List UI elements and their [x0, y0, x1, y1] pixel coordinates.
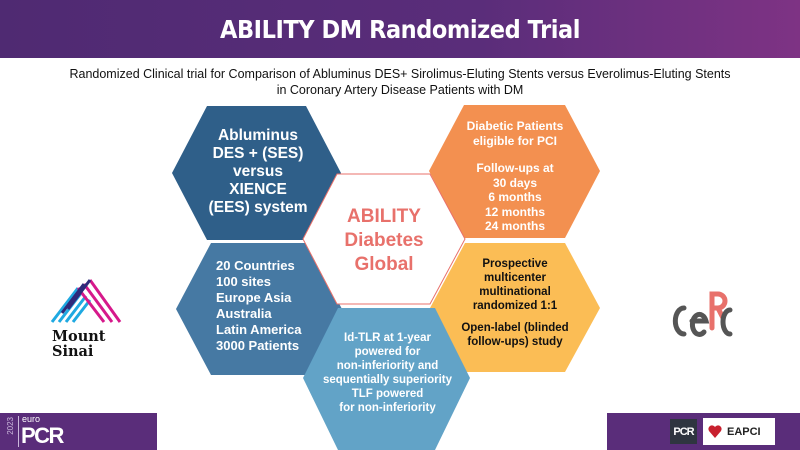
text-line: multinational [479, 286, 551, 298]
slide-title: ABILITY DM Randomized Trial [220, 14, 580, 44]
mount-sinai-word: Sinai [52, 343, 94, 360]
text-line: (EES) system [208, 199, 308, 216]
text-line: Abluminus [217, 127, 299, 144]
text-line: versus [233, 163, 283, 180]
hex-devices-text: Abluminus DES + (SES) versus XIENCE (EES… [178, 127, 338, 217]
subtitle-line-1: Randomized Clinical trial for Comparison… [69, 67, 731, 81]
hex-endpoints [303, 308, 470, 450]
text-line: XIENCE [229, 181, 287, 198]
text-line: Open-label (blinded [461, 322, 569, 334]
hex-center [302, 173, 466, 305]
text-line: for non-inferiority [339, 402, 436, 414]
europcr-logo-text: PCR [21, 423, 64, 448]
text-line: Follow-ups at [476, 161, 554, 175]
text-line: non-inferiority and [336, 360, 439, 372]
text-line: eligible for PCI [472, 133, 557, 148]
hex-endpoints-text: Id-TLR at 1-year powered for non-inferio… [305, 331, 470, 415]
hex-design [430, 243, 600, 372]
text-line: 6 months [488, 190, 542, 204]
text-line: Id-TLR at 1-year [344, 332, 431, 344]
eapci-text: EAPCI [727, 425, 761, 438]
pcr-logo: PCR [670, 419, 697, 444]
text-line: multicenter [484, 272, 546, 284]
text-line: Diabetes [344, 230, 424, 251]
text-line: Diabetic Patients [466, 119, 564, 133]
text-line: TLF powered [351, 388, 424, 400]
hex-population-text: Diabetic Patients eligible for PCI Follo… [440, 119, 590, 234]
europcr-year: 2023 [6, 417, 15, 435]
europcr-euro: euro [22, 414, 41, 424]
text-line: powered for [354, 346, 421, 358]
text-line: Prospective [482, 258, 548, 270]
europcr-footer: 2023 euro PCR [0, 413, 157, 450]
mount-sinai-word: Mount [52, 328, 106, 345]
hex-center-text: ABILITY Diabetes Global [303, 205, 465, 277]
mount-sinai-logo: Mount Sinai [48, 278, 128, 359]
slide-header: ABILITY DM Randomized Trial [0, 0, 800, 58]
heart-icon [708, 424, 722, 438]
text-line: 3000 Patients [216, 338, 300, 353]
text-line: Australia [216, 306, 272, 321]
text-line: 100 sites [216, 274, 271, 289]
hex-devices [172, 106, 341, 240]
text-line: DES + (SES) [212, 145, 304, 162]
text-line: ABILITY [347, 206, 421, 227]
text-line: Global [354, 254, 414, 275]
subtitle-line-2: in Coronary Artery Disease Patients with… [276, 83, 524, 97]
hex-design-text: Prospective multicenter multinational ra… [440, 257, 590, 349]
text-line: 20 Countries [216, 258, 295, 273]
eapci-logo: EAPCI [703, 418, 775, 445]
text-line: Europe Asia [216, 290, 292, 305]
text-line: follow-ups) study [467, 336, 563, 348]
text-line: randomized 1:1 [472, 300, 558, 312]
hex-sites [176, 243, 342, 375]
slide-subtitle: Randomized Clinical trial for Comparison… [0, 66, 800, 98]
text-line: 12 months [484, 204, 545, 219]
divider [18, 416, 19, 447]
text-line: Latin America [216, 322, 302, 337]
hex-sites-text: 20 Countries 100 sites Europe Asia Austr… [216, 258, 346, 354]
cerc-logo [672, 291, 733, 337]
text-line: 30 days [492, 175, 538, 190]
hex-population [429, 105, 600, 238]
partner-footer: PCR EAPCI [607, 413, 800, 450]
text-line: 24 months [484, 219, 545, 233]
text-line: sequentially superiority [322, 374, 453, 386]
mount-sinai-mark-icon [50, 279, 122, 323]
